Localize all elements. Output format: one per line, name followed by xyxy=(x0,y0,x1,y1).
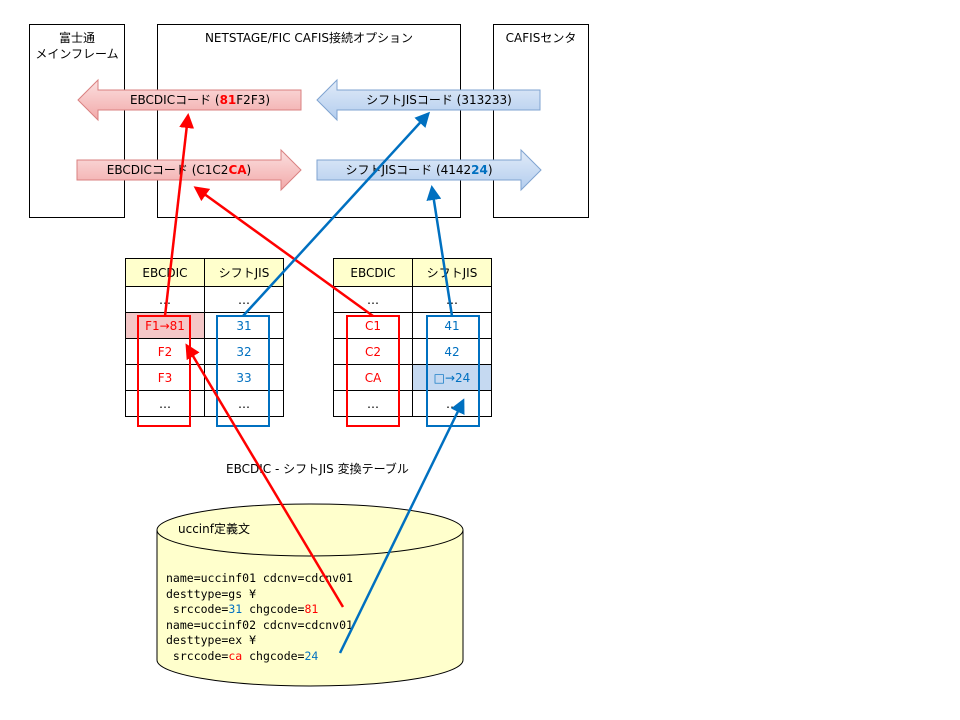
table-cell: … xyxy=(125,390,205,417)
table-header-ebcdic: EBCDIC xyxy=(333,258,413,287)
table-caption: EBCDIC - シフトJIS 変換テーブル xyxy=(226,462,409,476)
table-row: F2 32 xyxy=(125,338,284,365)
code-line: srccode=31 chgcode=81 xyxy=(166,602,353,618)
cafis-title: CAFISセンタ xyxy=(505,31,577,45)
table-header-sjis: シフトJIS xyxy=(204,258,284,287)
cafis-box: CAFISセンタ xyxy=(493,24,589,218)
ebcdic-top-suffix: F2F3) xyxy=(236,93,271,107)
table-row: … … xyxy=(333,390,492,417)
ebcdic-top-arrow-shape xyxy=(77,78,302,122)
table-cell: CA xyxy=(333,364,413,391)
table-cell: … xyxy=(412,286,492,313)
conversion-table-left: EBCDIC シフトJIS … … F1→81 31 F2 32 F3 33 …… xyxy=(125,258,284,417)
code-value: 31 xyxy=(228,602,243,616)
table-cell: C2 xyxy=(333,338,413,365)
table-cell: … xyxy=(412,390,492,417)
ebcdic-top-prefix: EBCDICコード ( xyxy=(129,93,220,107)
code-key: srccode= xyxy=(166,602,229,616)
table-row: CA □→24 xyxy=(333,364,492,391)
code-line: srccode=ca chgcode=24 xyxy=(166,649,353,665)
table-cell: … xyxy=(333,286,413,313)
table-cell: 31 xyxy=(204,312,284,339)
table-cell: 33 xyxy=(204,364,284,391)
code-line: name=uccinf01 cdcnv=cdcnv01 xyxy=(166,571,353,585)
ebcdic-bottom-suffix: ) xyxy=(246,163,252,177)
table-header-row: EBCDIC シフトJIS xyxy=(125,258,284,287)
table-row: F1→81 31 xyxy=(125,312,284,339)
code-line: desttype=gs ¥ xyxy=(166,586,257,601)
table-cell: F2 xyxy=(125,338,205,365)
sjis-bottom-suffix: ) xyxy=(487,163,493,177)
code-value: 81 xyxy=(304,602,319,616)
sjis-top-arrow-label: シフトJISコード (313233) xyxy=(366,93,512,107)
table-cell: F1→81 xyxy=(125,312,205,339)
mainframe-title-line1: 富士通 xyxy=(58,31,95,45)
table-cell: C1 xyxy=(333,312,413,339)
code-value: 24 xyxy=(304,648,319,663)
ebcdic-top-highlight: 81 xyxy=(219,93,237,107)
sjis-bottom-prefix: シフトJISコード (4142 xyxy=(345,163,472,177)
table-cell: … xyxy=(204,390,284,417)
table-cell: 42 xyxy=(412,338,492,365)
sjis-bottom-arrow-label: シフトJISコード (414224) xyxy=(319,162,519,178)
table-row: … … xyxy=(125,390,284,417)
table-row: … … xyxy=(333,286,492,313)
ebcdic-bottom-highlight: CA xyxy=(228,163,247,177)
code-key: chgcode= xyxy=(242,648,305,663)
mainframe-box: 富士通 メインフレーム xyxy=(29,24,125,218)
table-cell: 41 xyxy=(412,312,492,339)
code-line: desttype=ex ¥ xyxy=(166,633,257,647)
table-cell: … xyxy=(333,390,413,417)
netstage-title: NETSTAGE/FIC CAFIS接続オプション xyxy=(204,31,414,45)
table-cell: … xyxy=(125,286,205,313)
table-cell: 32 xyxy=(204,338,284,365)
mainframe-title: 富士通 メインフレーム xyxy=(30,30,124,62)
definition-title: uccinf定義文 xyxy=(178,522,250,536)
table-row: F3 33 xyxy=(125,364,284,391)
ebcdic-bottom-arrow-label: EBCDICコード (C1C2CA) xyxy=(79,162,279,178)
table-header-sjis: シフトJIS xyxy=(412,258,492,287)
table-row: C1 41 xyxy=(333,312,492,339)
ebcdic-top-arrow-label: EBCDICコード (81F2F3) xyxy=(100,92,300,108)
table-header-row: EBCDIC シフトJIS xyxy=(333,258,492,287)
mainframe-title-line2: メインフレーム xyxy=(35,47,119,61)
code-key: chgcode= xyxy=(242,602,305,616)
code-value: ca xyxy=(228,648,243,663)
table-cell: F3 xyxy=(125,364,205,391)
sjis-bottom-highlight: 24 xyxy=(471,163,488,177)
table-cell: … xyxy=(204,286,284,313)
table-cell: □→24 xyxy=(412,364,492,391)
table-header-ebcdic: EBCDIC xyxy=(125,258,205,287)
code-line: name=uccinf02 cdcnv=cdcnv01 xyxy=(166,617,353,632)
ebcdic-bottom-prefix: EBCDICコード (C1C2 xyxy=(106,163,229,177)
conversion-table-right: EBCDIC シフトJIS … … C1 41 C2 42 CA □→24 … … xyxy=(333,258,492,417)
code-key: srccode= xyxy=(166,648,229,663)
table-row: … … xyxy=(125,286,284,313)
table-row: C2 42 xyxy=(333,338,492,365)
